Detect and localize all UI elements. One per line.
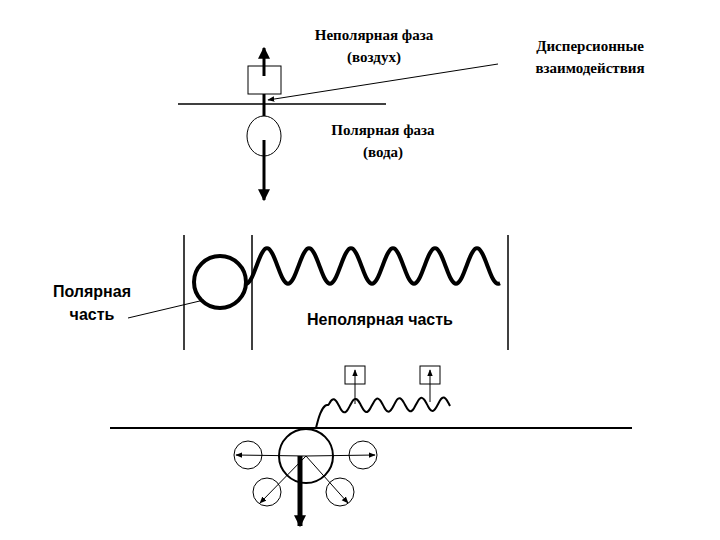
phase-label: Неполярная фаза (воздух)	[304, 25, 444, 69]
part-label: Неполярная часть	[295, 308, 465, 331]
part-label: Полярная часть	[44, 280, 140, 326]
adsorbed-molecule	[110, 366, 632, 526]
surfactant-scheme	[128, 235, 508, 350]
interaction-label: Дисперсионные взаимодействия	[515, 36, 665, 80]
interface-molecule	[178, 48, 498, 200]
phase-label: Полярная фаза (вода)	[321, 120, 446, 164]
